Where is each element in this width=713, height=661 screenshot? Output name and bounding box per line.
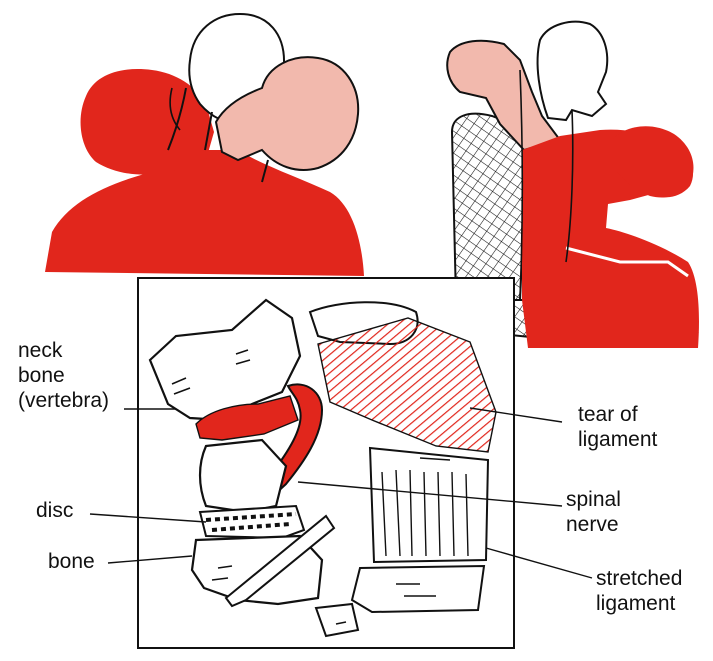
disc-texture (205, 512, 297, 532)
upper-vertebra (148, 298, 302, 422)
head-red-forward (612, 126, 694, 198)
torn-ligament (317, 317, 497, 453)
leader-lines (89, 407, 593, 579)
bottom-process (314, 602, 360, 638)
spine-detail-panel (137, 277, 515, 649)
label-spinal-nerve-line-2: nerve (566, 513, 619, 536)
label-disc: disc (36, 498, 73, 523)
label-bone: bone (48, 549, 95, 574)
arm-cutout (565, 246, 689, 278)
label-tear-line-1: tear of (578, 403, 638, 426)
label-tear-line-2: ligament (578, 428, 658, 451)
label-spinal-nerve: spinal nerve (566, 487, 621, 537)
leader-bone (107, 555, 193, 564)
stretched-ligament-band (368, 446, 490, 564)
middle-vertebra (198, 438, 288, 514)
leader-stretched-ligament (485, 547, 593, 579)
label-neck-bone: neck bone (vertebra) (18, 338, 109, 413)
label-neck-bone-line-2: bone (18, 364, 65, 387)
whiplash-side-view-illustration (446, 20, 699, 348)
label-bone-text: bone (48, 550, 95, 573)
whiplash-rear-view-illustration (45, 12, 364, 276)
lower-right-vertebra (350, 564, 486, 614)
shading-strokes (171, 349, 451, 625)
label-neck-bone-line-3: (vertebra) (18, 389, 110, 412)
head-outline-neutral (536, 20, 609, 122)
leader-disc (89, 513, 207, 523)
torso-red (45, 150, 364, 276)
stretched-ligament-fibers (381, 469, 469, 557)
label-spinal-nerve-line-1: spinal (566, 488, 621, 511)
injured-tissue-red (195, 395, 299, 441)
label-stretched-line-2: ligament (596, 592, 676, 615)
spinous-process (224, 514, 336, 608)
body-outline-lines (519, 69, 574, 301)
neck-outline (167, 87, 269, 183)
red-head-edge (169, 87, 181, 131)
label-tear-of-ligament: tear of ligament (578, 402, 657, 452)
leader-tear-of-ligament (469, 407, 563, 423)
head-pink-tilted-right (214, 56, 360, 171)
label-neck-bone-line-1: neck (18, 339, 63, 362)
intervertebral-disc (198, 504, 306, 540)
label-disc-text: disc (36, 499, 74, 522)
head-red-tilted-left (80, 69, 215, 175)
label-stretched-line-1: stretched (596, 567, 683, 590)
label-stretched-ligament: stretched ligament (596, 566, 682, 616)
leader-spinal-nerve (297, 481, 563, 507)
